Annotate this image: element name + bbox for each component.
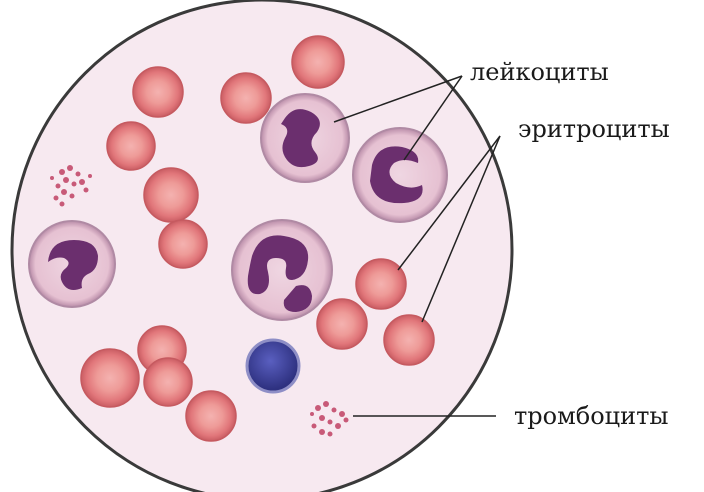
erythrocyte	[144, 358, 192, 406]
erythrocyte	[356, 259, 406, 309]
erythrocyte	[186, 391, 236, 441]
leukocyte-4	[232, 220, 332, 320]
lymphocyte	[247, 340, 299, 392]
leukocytes-label: лейкоциты	[470, 60, 609, 84]
erythrocyte	[221, 73, 271, 123]
erythrocyte	[292, 36, 344, 88]
leukocyte-1	[261, 94, 349, 182]
erythrocyte	[144, 168, 198, 222]
erythrocyte	[384, 315, 434, 365]
erythrocyte	[159, 220, 207, 268]
erythrocyte	[133, 67, 183, 117]
erythrocytes-label: эритроциты	[518, 117, 670, 141]
erythrocyte	[81, 349, 139, 407]
leukocyte-2	[353, 128, 447, 222]
erythrocyte	[107, 122, 155, 170]
leukocyte-3	[29, 221, 115, 307]
erythrocyte	[317, 299, 367, 349]
platelets-label: тромбоциты	[514, 404, 668, 428]
